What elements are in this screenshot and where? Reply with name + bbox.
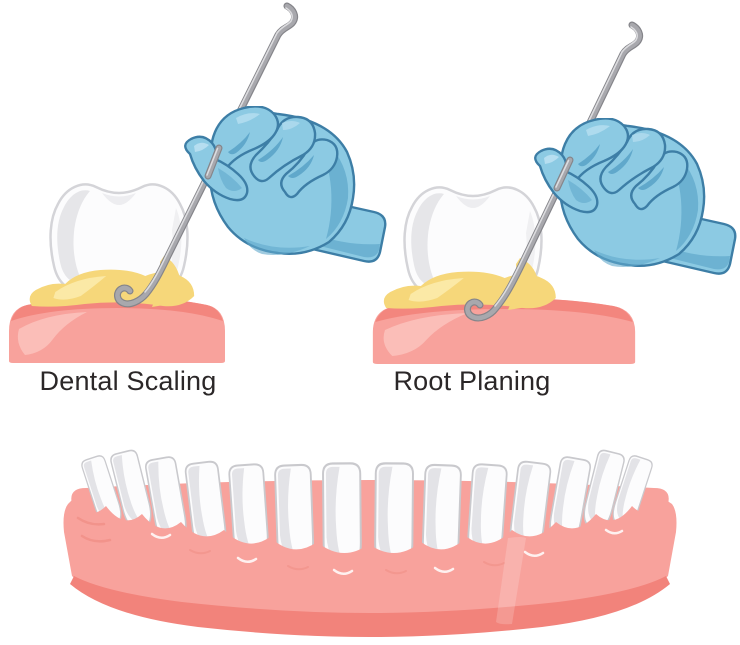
jaw-gum-highlight — [496, 537, 526, 625]
dental-scaling-figure — [9, 2, 387, 363]
scaler-tool — [114, 2, 299, 308]
plaque-tartar — [508, 258, 539, 310]
planing-tool-grip-segment — [553, 156, 574, 192]
jaw-gum-shadow-band — [70, 576, 670, 637]
plaque-tartar — [152, 256, 181, 307]
jaw-gum-details — [76, 516, 624, 575]
gloved-hand — [534, 118, 737, 275]
planing-tool — [464, 21, 644, 322]
jaw-gum-front — [63, 500, 677, 636]
label-root-planing: Root Planing — [393, 366, 551, 396]
gloved-hand — [184, 106, 387, 263]
label-dental-scaling: Dental Scaling — [39, 366, 217, 396]
scaler-tool-grip-segment — [204, 144, 223, 180]
root-planing-figure — [372, 21, 737, 364]
lower-jaw-figure — [63, 448, 677, 637]
gum — [9, 297, 225, 363]
